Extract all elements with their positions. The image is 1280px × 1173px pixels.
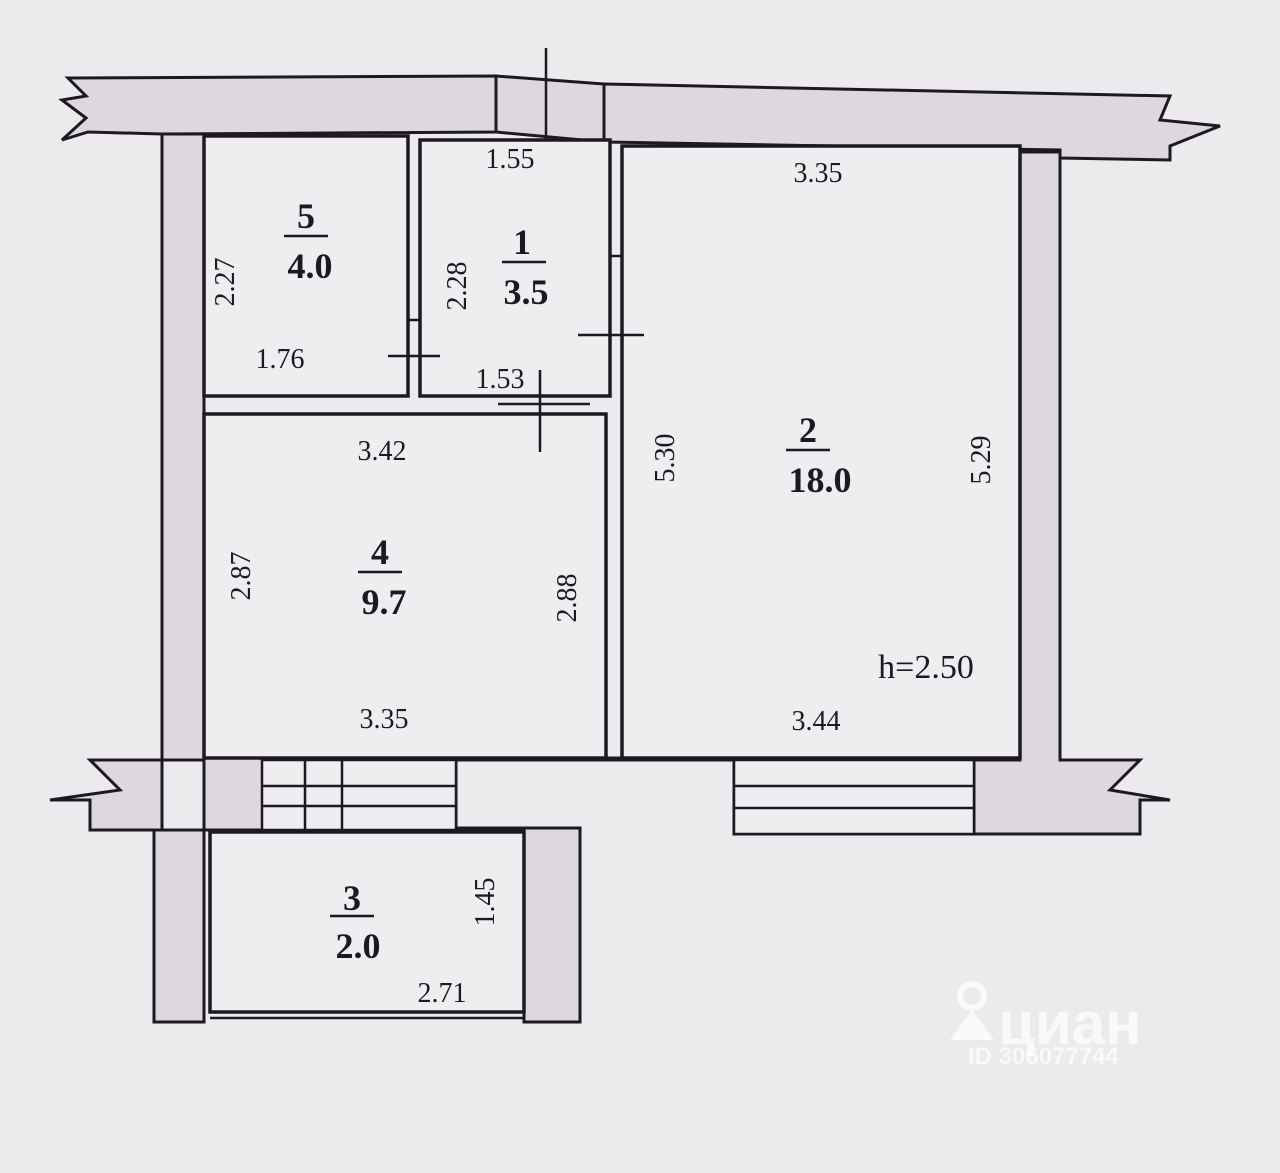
dim-room-1-bottom: 1.53: [476, 364, 525, 395]
dim-room-2-top: 3.35: [794, 158, 843, 189]
dim-room-5-height: 2.27: [210, 258, 241, 307]
dim-room-2-right: 5.29: [966, 436, 997, 485]
watermark-id: ID 306077744: [968, 1043, 1119, 1070]
dim-room-3-height: 1.45: [470, 878, 501, 927]
room-4-area: 9.7: [362, 582, 407, 622]
dim-room-5-width: 1.76: [256, 344, 305, 375]
room-2: [620, 144, 1022, 760]
room-3-number: 3: [343, 878, 361, 918]
rooms: [202, 134, 1022, 1020]
dim-room-2-left: 5.30: [650, 434, 681, 483]
room-1: [418, 138, 612, 398]
room-1-area: 3.5: [504, 272, 549, 312]
room-labels: 5 4.0 1 3.5 2 18.0 4 9.7 3 2.0: [284, 196, 852, 966]
room-3-area: 2.0: [336, 926, 381, 966]
room-2-area: 18.0: [789, 460, 852, 500]
dim-room-4-left: 2.87: [226, 552, 257, 601]
room-1-number: 1: [513, 222, 531, 262]
watermark: циан ID 306077744: [950, 981, 1141, 1070]
right-wall: [972, 150, 1171, 836]
dim-room-3-width: 2.71: [418, 978, 467, 1009]
room-5-number: 5: [297, 196, 315, 236]
dim-room-1-height: 2.28: [442, 262, 473, 311]
room-3: [208, 830, 526, 1014]
window-right: [732, 758, 976, 836]
dimensions: 2.27 1.76 1.55 2.28 1.53 3.35 5.30 5.29 …: [210, 144, 997, 1009]
ceiling-height: h=2.50: [878, 649, 974, 686]
entrance-gap: [494, 74, 606, 144]
dim-room-4-right: 2.88: [552, 574, 583, 623]
walls: [49, 48, 1221, 1024]
location-pin-icon: [950, 981, 994, 1040]
room-4-number: 4: [371, 532, 389, 572]
dim-room-4-bottom: 3.35: [360, 704, 409, 735]
dim-room-4-top: 3.42: [358, 436, 407, 467]
left-wall: [49, 132, 206, 1024]
top-wall: [58, 74, 498, 142]
dim-room-2-bottom: 3.44: [792, 706, 841, 737]
watermark-brand: циан: [998, 990, 1141, 1057]
room-5: [202, 134, 410, 398]
window-left: [260, 758, 458, 832]
room-5-area: 4.0: [288, 246, 333, 286]
room-4: [202, 412, 608, 760]
room-2-number: 2: [799, 410, 817, 450]
dim-room-1-top: 1.55: [486, 144, 535, 175]
